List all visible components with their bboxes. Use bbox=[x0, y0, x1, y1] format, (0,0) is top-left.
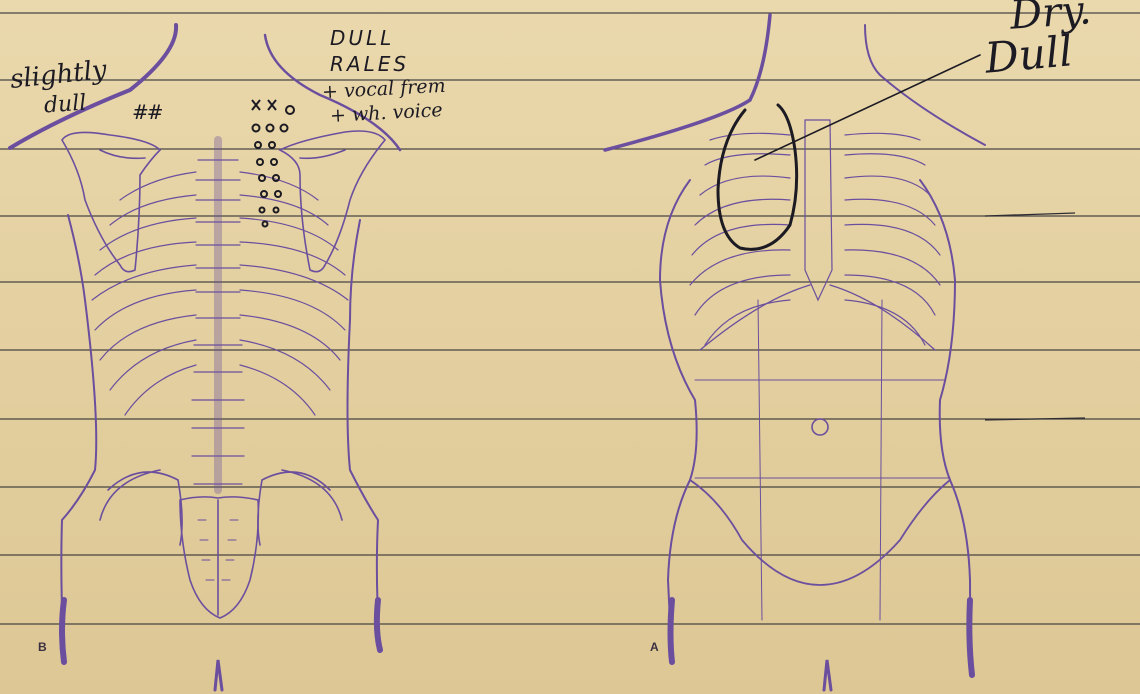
annotation-rales: RALES bbox=[330, 52, 409, 76]
rales-markings bbox=[252, 100, 294, 227]
annotation-dull-caps: DULL bbox=[330, 26, 394, 50]
figure-label-b: B bbox=[38, 640, 47, 654]
annotation-dull-back: dull bbox=[43, 91, 87, 119]
annotation-dull-front: Dull bbox=[983, 26, 1075, 82]
figure-label-a: A bbox=[650, 640, 659, 654]
front-view-figure bbox=[605, 15, 985, 690]
annotation-hash-mark: ## bbox=[132, 100, 162, 124]
